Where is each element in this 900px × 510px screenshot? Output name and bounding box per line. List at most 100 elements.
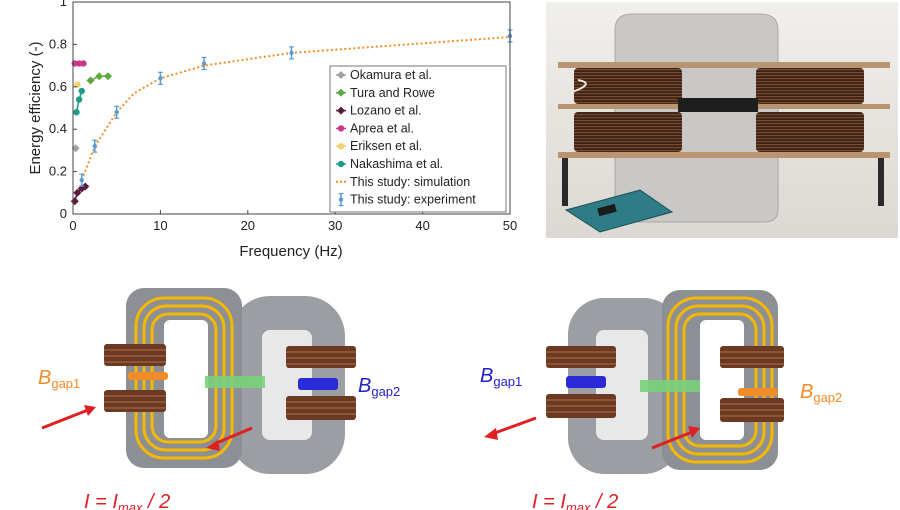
series bbox=[74, 81, 81, 88]
data-point bbox=[78, 87, 85, 95]
data-point bbox=[201, 61, 207, 66]
data-point bbox=[73, 109, 80, 116]
gap1-indicator-right bbox=[566, 376, 606, 388]
series-line bbox=[80, 35, 511, 181]
legend-item: Aprea et al. bbox=[336, 121, 414, 135]
data-point bbox=[114, 110, 119, 115]
data-point bbox=[81, 182, 90, 191]
x-tick-label: 10 bbox=[153, 218, 167, 233]
legend-label: Aprea et al. bbox=[350, 121, 414, 135]
legend-item: Tura and Rowe bbox=[336, 86, 435, 100]
magnetic-device-right: Bgap1 Bgap2 I = Imax / 2 bbox=[480, 290, 842, 510]
data-point bbox=[337, 160, 345, 168]
x-tick-label: 0 bbox=[69, 218, 76, 233]
series bbox=[86, 72, 112, 85]
legend-box bbox=[329, 65, 507, 213]
data-point bbox=[75, 96, 83, 103]
gap1-indicator-left bbox=[128, 372, 168, 380]
series bbox=[71, 60, 87, 67]
magnetic-device-left: Bgap1 Bgap2 I = Imax / 2 bbox=[38, 288, 400, 510]
data-point bbox=[71, 144, 80, 153]
y-tick-label: 0.2 bbox=[49, 164, 67, 179]
coil-photo-br bbox=[756, 112, 864, 152]
coil-left-lower bbox=[104, 390, 166, 412]
x-tick-label: 20 bbox=[241, 218, 255, 233]
coil-right-lower bbox=[286, 396, 356, 420]
data-point bbox=[337, 125, 345, 132]
data-point bbox=[70, 197, 79, 206]
series bbox=[79, 29, 513, 187]
efficiency-chart: 0 10 20 30 40 50 0 0.2 0.4 0.6 0.8 1 Frequency (Hz… bbox=[27, 0, 517, 260]
legend-label: Okamura et al. bbox=[350, 68, 432, 82]
bgap1-label-right: Bgap1 bbox=[480, 365, 522, 389]
prototype-photo bbox=[546, 2, 899, 238]
data-point bbox=[95, 72, 104, 81]
coil-photo-tr bbox=[756, 68, 864, 104]
data-point bbox=[337, 71, 345, 79]
microcontroller-board bbox=[564, 189, 674, 233]
data-point bbox=[289, 50, 294, 56]
coil-right-dev-lower-left bbox=[546, 394, 616, 418]
legend-item: Eriksen et al. bbox=[336, 139, 422, 153]
x-axis-label: Frequency (Hz) bbox=[239, 243, 342, 260]
y-axis-label: Energy efficiency (-) bbox=[27, 41, 44, 174]
legend-item: Lozano et al. bbox=[336, 104, 422, 118]
plot-area-frame bbox=[72, 1, 511, 215]
series bbox=[80, 35, 511, 181]
legend-item: This study: experiment bbox=[338, 193, 476, 207]
data-point bbox=[337, 88, 345, 97]
coil-right-dev-upper-left bbox=[546, 346, 616, 368]
current-arrow-left-2 bbox=[206, 426, 253, 451]
data-point bbox=[337, 143, 345, 150]
coil-right-dev-upper-right bbox=[720, 346, 784, 368]
gap2-indicator-left bbox=[298, 378, 338, 390]
current-label-right: I = Imax / 2 bbox=[532, 491, 618, 510]
coil-right-dev-lower-right bbox=[720, 398, 784, 422]
current-arrow-right-2 bbox=[651, 426, 700, 450]
data-point bbox=[80, 60, 87, 67]
x-tick-labels: 0 10 20 30 40 50 bbox=[69, 210, 517, 233]
x-tick-label: 40 bbox=[415, 218, 429, 233]
gap2-indicator-right bbox=[738, 388, 778, 396]
data-point bbox=[86, 76, 95, 85]
y-tick-label: 0.4 bbox=[49, 121, 67, 136]
series bbox=[71, 144, 80, 153]
current-arrow-left-1 bbox=[41, 405, 96, 430]
legend-label: Eriksen et al. bbox=[350, 139, 422, 153]
current-arrow-right-1 bbox=[484, 416, 537, 440]
y-tick-labels: 0 0.2 0.4 0.6 0.8 1 bbox=[49, 0, 77, 221]
data-point bbox=[92, 143, 98, 149]
y-tick-label: 1 bbox=[60, 0, 67, 9]
bgap2-label-right: Bgap2 bbox=[800, 381, 842, 405]
legend-label: Nakashima et al. bbox=[350, 157, 443, 171]
legend-label: Tura and Rowe bbox=[350, 86, 435, 100]
data-point bbox=[73, 188, 82, 197]
y-tick-label: 0.6 bbox=[49, 79, 67, 94]
data-point bbox=[79, 177, 84, 183]
legend-label: This study: experiment bbox=[350, 193, 476, 207]
legend-item: Okamura et al. bbox=[336, 68, 432, 82]
series bbox=[73, 87, 85, 116]
data-point bbox=[103, 72, 112, 81]
legend-label: This study: simulation bbox=[350, 175, 470, 189]
x-tick-label: 50 bbox=[503, 218, 517, 233]
coil-left-upper bbox=[104, 344, 166, 366]
x-tick-label: 30 bbox=[328, 218, 342, 233]
data-point bbox=[337, 106, 345, 115]
bgap1-label-left: Bgap1 bbox=[38, 367, 80, 391]
legend-label: Lozano et al. bbox=[350, 104, 422, 118]
bgap2-label-left: Bgap2 bbox=[358, 375, 400, 399]
data-point bbox=[74, 81, 81, 88]
legend-item: Nakashima et al. bbox=[336, 157, 443, 171]
data-point bbox=[158, 76, 163, 81]
current-label-left: I = Imax / 2 bbox=[84, 491, 170, 510]
legend-item: This study: simulation bbox=[336, 175, 470, 189]
coil-right-upper bbox=[286, 346, 356, 368]
y-tick-label: 0 bbox=[60, 206, 67, 221]
y-tick-label: 0.8 bbox=[49, 36, 67, 51]
chart-marks bbox=[70, 29, 513, 206]
coil-photo-tl bbox=[574, 68, 682, 104]
coil-photo-bl bbox=[574, 112, 682, 152]
